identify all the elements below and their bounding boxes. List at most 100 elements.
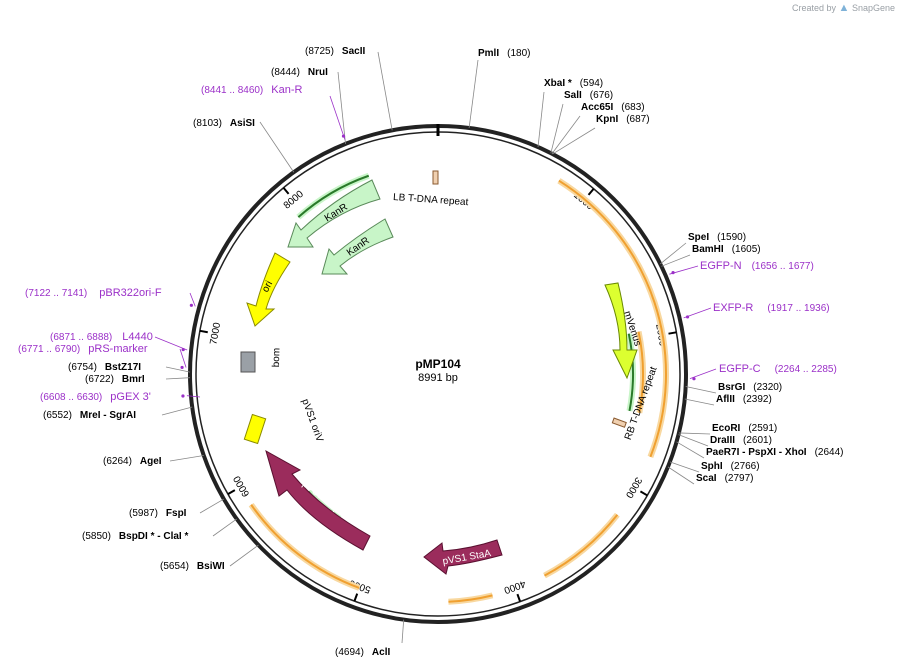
orf-arc [637, 331, 644, 413]
primer-leader-line [179, 348, 187, 368]
pvs1-oriv-label: pVS1 oriV [299, 397, 325, 443]
site-leader-line [401, 619, 405, 644]
primer-egfpn[interactable]: EGFP-N(1656 .. 1677) [700, 260, 814, 272]
site-leader-line [550, 103, 564, 154]
orf-arc [543, 512, 620, 579]
site-leader-line [676, 441, 705, 459]
site-xbai[interactable]: XbaI *(594) [544, 78, 603, 89]
credit-prefix: Created by [792, 3, 837, 13]
site-leader-line [669, 461, 700, 473]
rb-tdna-feature[interactable] [611, 417, 627, 428]
site-leader-line [161, 406, 193, 416]
primer-l4440[interactable]: (6871 .. 6888)L4440 [50, 331, 153, 343]
site-asisi[interactable]: (8103)AsiSI [193, 118, 255, 129]
site-bamhi[interactable]: BamHI(1605) [692, 244, 761, 255]
site-acc65i[interactable]: Acc65I(683) [581, 102, 645, 113]
site-leader-line [199, 498, 225, 514]
site-leader-line [229, 544, 259, 567]
primer-exfpr[interactable]: EXFP-R(1917 .. 1936) [713, 302, 830, 314]
plasmid-size: 8991 bp [418, 372, 458, 384]
snapgene-credit: Created by ▲ SnapGene [792, 2, 895, 14]
primer-binding-mark [181, 347, 185, 352]
site-leader-line [212, 518, 238, 537]
pvs1-staa-feature-arrow[interactable] [423, 539, 503, 575]
pvs1-oriv-feature[interactable] [243, 413, 267, 445]
tick-label: 7000 [208, 321, 223, 345]
tick-mark [353, 593, 359, 602]
site-fspi[interactable]: (5987)FspI [129, 508, 187, 519]
orf-arc [448, 594, 493, 603]
site-sacii[interactable]: (8725)SacII [305, 46, 365, 57]
site-sali[interactable]: SalI(676) [564, 90, 613, 101]
orf-arc [250, 504, 360, 589]
site-leader-line [660, 242, 687, 265]
tick-label: 8000 [282, 189, 306, 212]
site-bsrgi[interactable]: BsrGI(2320) [718, 382, 782, 393]
site-agei[interactable]: (6264)AgeI [103, 456, 162, 467]
primer-pbr322[interactable]: (7122 .. 7141)pBR322ori-F [25, 287, 162, 299]
orf-arc [627, 333, 634, 412]
lb-tdna-label: LB T-DNA repeat [393, 192, 469, 208]
site-nrui[interactable]: (8444)NruI [271, 67, 328, 78]
primer-egfpc[interactable]: EGFP-C(2264 .. 2285) [719, 363, 837, 375]
pvs1-repa-feature-arrow[interactable] [265, 449, 371, 551]
primer-kanr[interactable]: (8441 .. 8460)Kan-R [201, 84, 303, 96]
site-leader-line [551, 115, 581, 154]
site-bsiwi[interactable]: (5654)BsiWI [160, 561, 225, 572]
tick-mark [668, 331, 677, 335]
primer-binding-mark [692, 377, 696, 381]
orf-arc [558, 179, 667, 458]
primer-leader-line [689, 368, 717, 379]
site-leader-line [678, 434, 709, 447]
site-leader-line [685, 386, 717, 394]
site-bmri[interactable]: (6722)BmrI [85, 374, 145, 385]
lb-tdna-feature[interactable] [432, 170, 439, 185]
primer-leader-line [186, 395, 201, 398]
site-aflii[interactable]: AflII(2392) [716, 394, 772, 405]
kanr-feature-arrow[interactable] [287, 179, 381, 248]
site-sphi[interactable]: SphI(2766) [701, 461, 760, 472]
site-leader-line [165, 366, 191, 373]
site-draiii[interactable]: DraIII(2601) [710, 435, 772, 446]
kanr-feature-arrow-2[interactable] [321, 218, 394, 275]
tick-label: 6000 [231, 473, 252, 498]
snapgene-logo-icon: ▲ [838, 2, 850, 14]
tick-mark [227, 489, 236, 495]
site-acli[interactable]: (4694)AclI [335, 647, 390, 658]
tick-label: 3000 [623, 475, 644, 500]
tick-mark [516, 593, 522, 602]
primer-leader-line [329, 95, 346, 140]
site-leader-line [661, 254, 691, 267]
primer-pgex3[interactable]: (6608 .. 6630)pGEX 3' [40, 391, 151, 403]
plasmid-name: pMP104 [415, 357, 461, 371]
primer-prsmarker[interactable]: (6771 .. 6790)pRS-marker [18, 343, 148, 355]
site-paer7i[interactable]: PaeR7I - PspXI - XhoI(2644) [706, 447, 844, 458]
site-leader-line [468, 59, 479, 129]
site-leader-line [667, 466, 695, 485]
primer-binding-mark [180, 365, 184, 370]
mvenus-feature-arrow[interactable] [604, 282, 638, 380]
site-kpni[interactable]: KpnI(687) [596, 114, 650, 125]
orf-arc [557, 178, 669, 458]
site-bstz17i[interactable]: (6754)BstZ17I [68, 362, 141, 373]
ori-feature-arrow[interactable] [246, 252, 291, 327]
site-spei[interactable]: SpeI(1590) [688, 232, 746, 243]
site-scai[interactable]: ScaI(2797) [696, 473, 753, 484]
tick-mark [587, 188, 595, 196]
primer-binding-mark [685, 315, 690, 319]
primer-binding-mark [671, 271, 675, 275]
site-pmli[interactable]: PmlI(180) [478, 48, 530, 59]
bom-feature[interactable] [240, 351, 256, 373]
bom-label: bom [271, 348, 283, 368]
site-mrei[interactable]: (6552)MreI - SgrAI [43, 410, 136, 421]
site-leader-line [337, 71, 346, 144]
site-bspdi[interactable]: (5850)BspDI * - ClaI * [82, 531, 188, 542]
tick-mark [199, 329, 208, 334]
site-ecori[interactable]: EcoRI(2591) [712, 423, 777, 434]
site-leader-line [537, 91, 545, 148]
site-leader-line [259, 121, 295, 173]
primer-binding-mark [181, 394, 185, 398]
features [240, 170, 638, 575]
